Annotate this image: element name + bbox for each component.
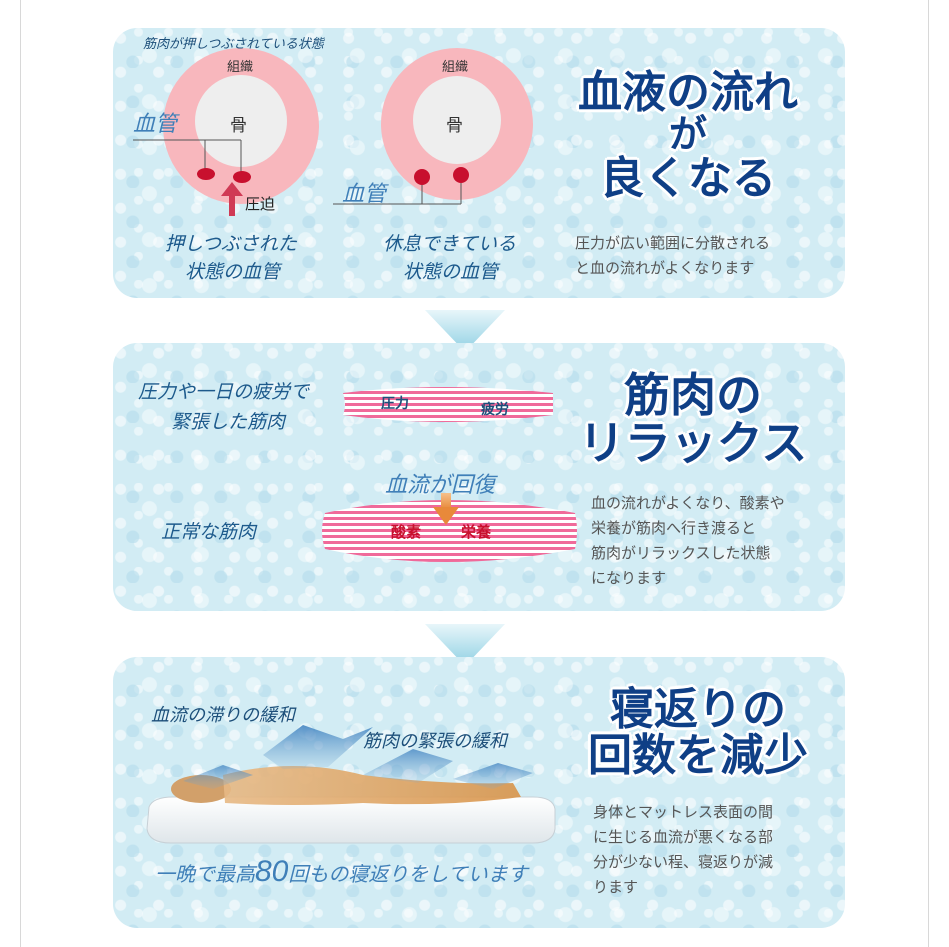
panel1-headline: 血液の流れ が 良くなる <box>578 68 798 204</box>
normal-muscle-caption: 正常な筋肉 <box>161 521 257 543</box>
resting-vessel-caption-1: 休息できている <box>383 233 517 255</box>
panel1-description: 圧力が広い範囲に分散される と血の流れがよくなります <box>575 234 771 277</box>
normal-label-nutrition: 栄養 <box>461 523 492 541</box>
muscle-relief-arrows-2 <box>453 763 533 789</box>
compressed-vessel-caption-1: 押しつぶされた <box>165 233 297 255</box>
compressed-state-caption: 筋肉が押しつぶされている状態 <box>143 37 324 52</box>
compressed-vessel-1 <box>197 168 215 180</box>
normal-label-oxygen: 酸素 <box>391 523 422 541</box>
panel2-headline: 筋肉の リラックス <box>578 369 808 470</box>
right-border-line <box>928 0 929 947</box>
healthy-vessel-2 <box>453 167 469 183</box>
muscle-relax-panel: 圧力や一日の疲労で 緊張した筋肉 圧力 疲労 血流が回復 正常な筋肉 酸素 栄養… <box>113 343 845 611</box>
compressed-vessel-caption-2: 状態の血管 <box>185 261 281 283</box>
turn-count: 80 <box>255 855 289 888</box>
panel3-headline: 寝返りの 回数を減少 <box>588 685 808 781</box>
muscle-relief-arrows-1 <box>363 749 453 783</box>
down-arrow-icon <box>425 624 505 666</box>
nightly-turns-caption: 一晩で最高80回もの寝返りをしています <box>155 855 528 888</box>
muscle-relief-label: 筋肉の緊張の緩和 <box>363 731 507 752</box>
tissue-label-right: 組織 <box>442 60 469 75</box>
bone-label-right: 骨 <box>446 116 463 136</box>
panel3-description: 身体とマットレス表面の間 に生じる血流が悪くなる部 分が少ない程、寝返りが減 り… <box>593 803 774 896</box>
bone-circle-left <box>195 75 287 167</box>
tissue-label-left: 組織 <box>227 60 254 75</box>
pressure-arrow-icon <box>221 182 243 196</box>
panel2-description: 血の流れがよくなり、酸素や 栄養が筋肉へ行き渡ると 筋肉がリラックスした状態 に… <box>591 494 785 587</box>
pressure-arrow-shaft <box>229 194 235 216</box>
turn-over-panel: 血流の滞りの緩和 筋肉の緊張の緩和 一晩で最高80回もの寝返りをしています 寝返… <box>113 657 845 928</box>
blood-relief-arrows <box>263 725 373 769</box>
body <box>223 766 521 805</box>
sleeping-body-illustration <box>146 725 556 844</box>
bone-circle-right <box>413 76 501 164</box>
down-arrow-icon <box>425 310 505 352</box>
tense-muscle <box>343 387 553 422</box>
blood-vessel-diagram <box>133 48 533 216</box>
muscle-diagram <box>322 387 577 562</box>
tense-label-fatigue: 疲労 <box>481 402 509 418</box>
recovery-label: 血流が回復 <box>385 473 496 498</box>
pressure-label: 圧迫 <box>245 195 276 213</box>
vessel-label-left: 血管 <box>133 112 178 137</box>
tense-muscle-caption-1: 圧力や一日の疲労で <box>138 381 310 403</box>
normal-muscle <box>322 500 577 562</box>
blood-relief-label: 血流の滞りの緩和 <box>151 705 295 726</box>
compressed-vessel-2 <box>233 171 251 183</box>
left-border-line <box>20 0 21 947</box>
tense-muscle-caption-2: 緊張した筋肉 <box>171 411 286 433</box>
tense-label-pressure: 圧力 <box>381 396 409 412</box>
blood-flow-panel: 筋肉が押しつぶされている状態 組織 骨 血管 圧迫 組織 骨 血管 押しつぶされ… <box>113 28 845 298</box>
bone-label-left: 骨 <box>230 116 247 136</box>
resting-vessel-caption-2: 状態の血管 <box>403 261 499 283</box>
recovery-arrow-icon <box>433 507 459 525</box>
healthy-vessel-1 <box>414 169 430 185</box>
mattress <box>146 796 556 844</box>
vessel-label-right: 血管 <box>342 182 387 207</box>
